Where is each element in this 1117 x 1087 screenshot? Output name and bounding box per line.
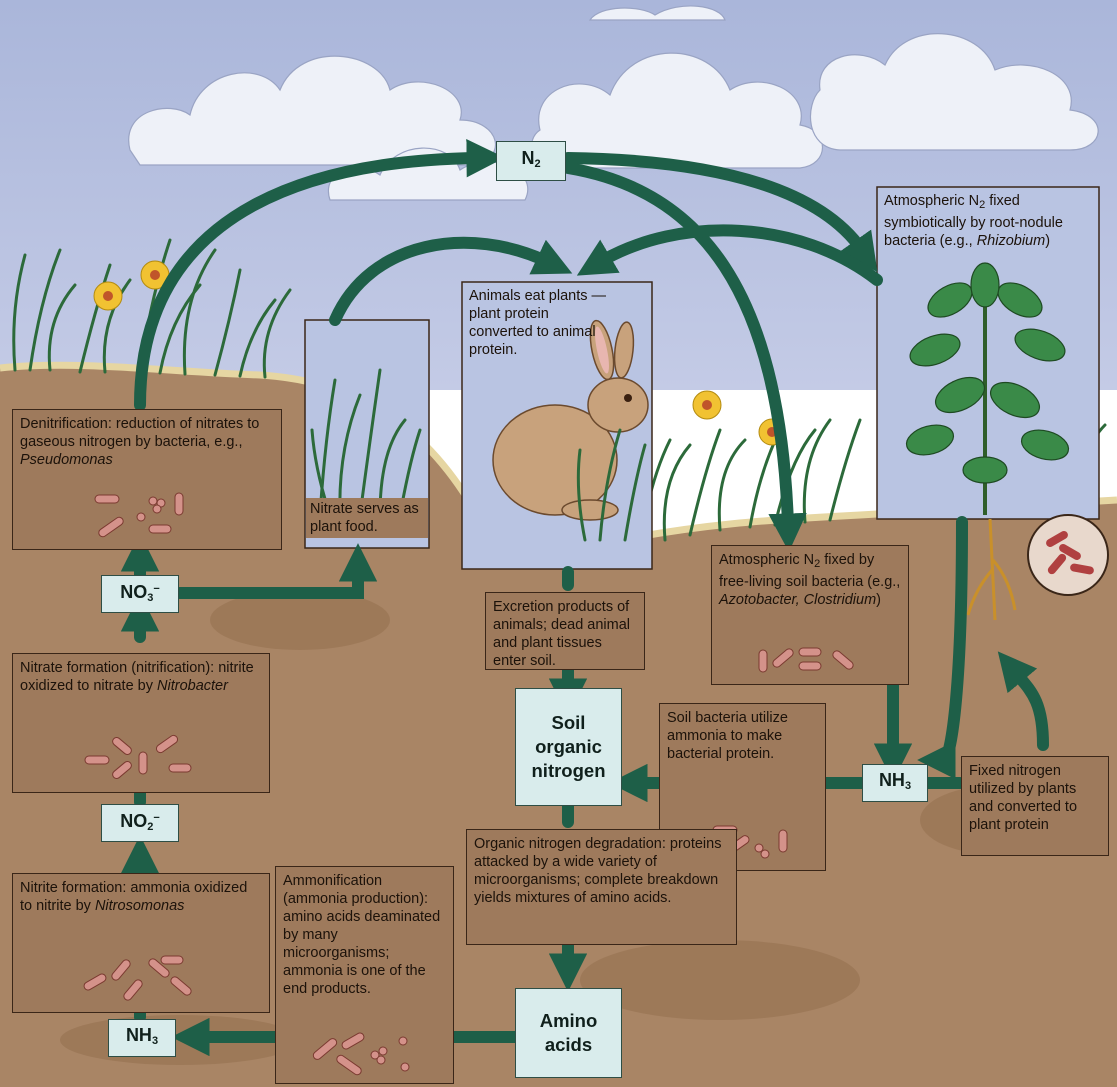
arrows: [120, 138, 1049, 1057]
rod-bacteria-glyph: [84, 734, 192, 779]
free-living-fixation-text: Atmospheric N2 fixed by free-living soil…: [719, 552, 901, 608]
n2-formula: N2: [521, 147, 541, 170]
rod-bacteria-glyph: [758, 647, 854, 673]
rod-bacteria-glyph: [94, 492, 184, 538]
arrow-n2-to-free-living: [562, 162, 807, 552]
root-icon: [966, 518, 1017, 621]
nitrification-box: Nitrate formation (nitrification): nitri…: [12, 653, 270, 793]
grass-icon: [576, 428, 647, 542]
arrow-no3-to-plant-food: [174, 543, 378, 599]
soil-organic-nitrogen-line1: Soil: [551, 712, 586, 733]
fixed-nitrogen-plants-box: Fixed nitrogen utilized by plants and co…: [961, 756, 1109, 856]
nh3-right-node: NH3: [862, 764, 928, 802]
symbiotic-fixation-box: Atmospheric N2 fixed symbiotically by ro…: [877, 187, 1099, 287]
excretion-box: Excretion products of animals; dead anim…: [485, 592, 645, 670]
nitrite-formation-text: Nitrite formation: ammonia oxidized to n…: [20, 880, 248, 914]
ammonification-box: Ammonification (ammonia production): ami…: [275, 866, 454, 1084]
organic-degradation-text: Organic nitrogen degradation: proteins a…: [474, 836, 722, 906]
denitrification-text: Denitrification: reduction of nitrates t…: [20, 416, 260, 468]
free-living-fixation-box: Atmospheric N2 fixed by free-living soil…: [711, 545, 909, 685]
bacteria-icon: [13, 489, 281, 545]
cocci-rod-bacteria-glyph: [312, 1032, 409, 1076]
animals-eat-plants-text: Animals eat plants — plant protein conve…: [469, 288, 607, 358]
arrow-symbiotic-to-nh3: [917, 516, 968, 780]
cloud-icon: [128, 5, 1099, 201]
nitrite-formation-box: Nitrite formation: ammonia oxidized to n…: [12, 873, 270, 1013]
no3-formula: NO3−: [120, 582, 160, 604]
no2-formula: NO2−: [120, 811, 160, 833]
arrow-plant-to-animals: [576, 224, 883, 286]
bacteria-icon: [276, 1027, 453, 1079]
arrow-fixed-to-plant: [997, 651, 1049, 751]
nitrate-plant-food-box: Nitrate serves as plant food.: [305, 468, 429, 548]
nitrate-plant-food-text: Nitrate serves as plant food.: [306, 498, 428, 538]
soil-organic-nitrogen-node: Soil organic nitrogen: [515, 688, 622, 806]
nh3-left-formula: NH3: [125, 1024, 159, 1047]
animals-eat-plants-box: Animals eat plants — plant protein conve…: [462, 282, 617, 392]
amino-acids-node: Amino acids: [515, 988, 622, 1078]
soil-organic-nitrogen-line2: organic: [535, 736, 602, 757]
soil-bacteria-ammonia-text: Soil bacteria utilize ammonia to make ba…: [667, 710, 788, 762]
no3-node: NO3−: [101, 575, 179, 613]
ammonification-text: Ammonification (ammonia production): ami…: [283, 873, 441, 997]
root-nodule-icon: [1027, 514, 1109, 596]
bacteria-icon: [13, 952, 269, 1008]
soil-organic-nitrogen-line3: nitrogen: [531, 760, 606, 781]
arrow-denitrification-to-n2: [134, 138, 505, 411]
bacteria-icon: [13, 732, 269, 788]
no2-node: NO2−: [101, 804, 179, 842]
fixed-nitrogen-plants-text: Fixed nitrogen utilized by plants and co…: [969, 763, 1078, 833]
organic-degradation-box: Organic nitrogen degradation: proteins a…: [466, 829, 737, 945]
n2-node: N2: [496, 141, 566, 181]
amino-acids-line2: acids: [544, 1034, 593, 1055]
nh3-left-node: NH3: [108, 1019, 176, 1057]
arrow-grass-to-animals: [329, 236, 573, 326]
nitrification-text: Nitrate formation (nitrification): nitri…: [20, 660, 254, 694]
amino-acids-line1: Amino: [539, 1010, 598, 1031]
arrow-n2-to-symbiotic: [562, 152, 878, 273]
denitrification-box: Denitrification: reduction of nitrates t…: [12, 409, 282, 550]
excretion-text: Excretion products of animals; dead anim…: [493, 599, 631, 669]
symbiotic-fixation-text: Atmospheric N2 fixed symbiotically by ro…: [884, 193, 1063, 249]
bacteria-icon: [712, 640, 908, 680]
plant-icon: [905, 262, 1070, 515]
rabbit-icon: [492, 319, 649, 521]
rod-bacteria-glyph: [83, 955, 192, 1001]
nh3-right-formula: NH3: [878, 769, 912, 792]
